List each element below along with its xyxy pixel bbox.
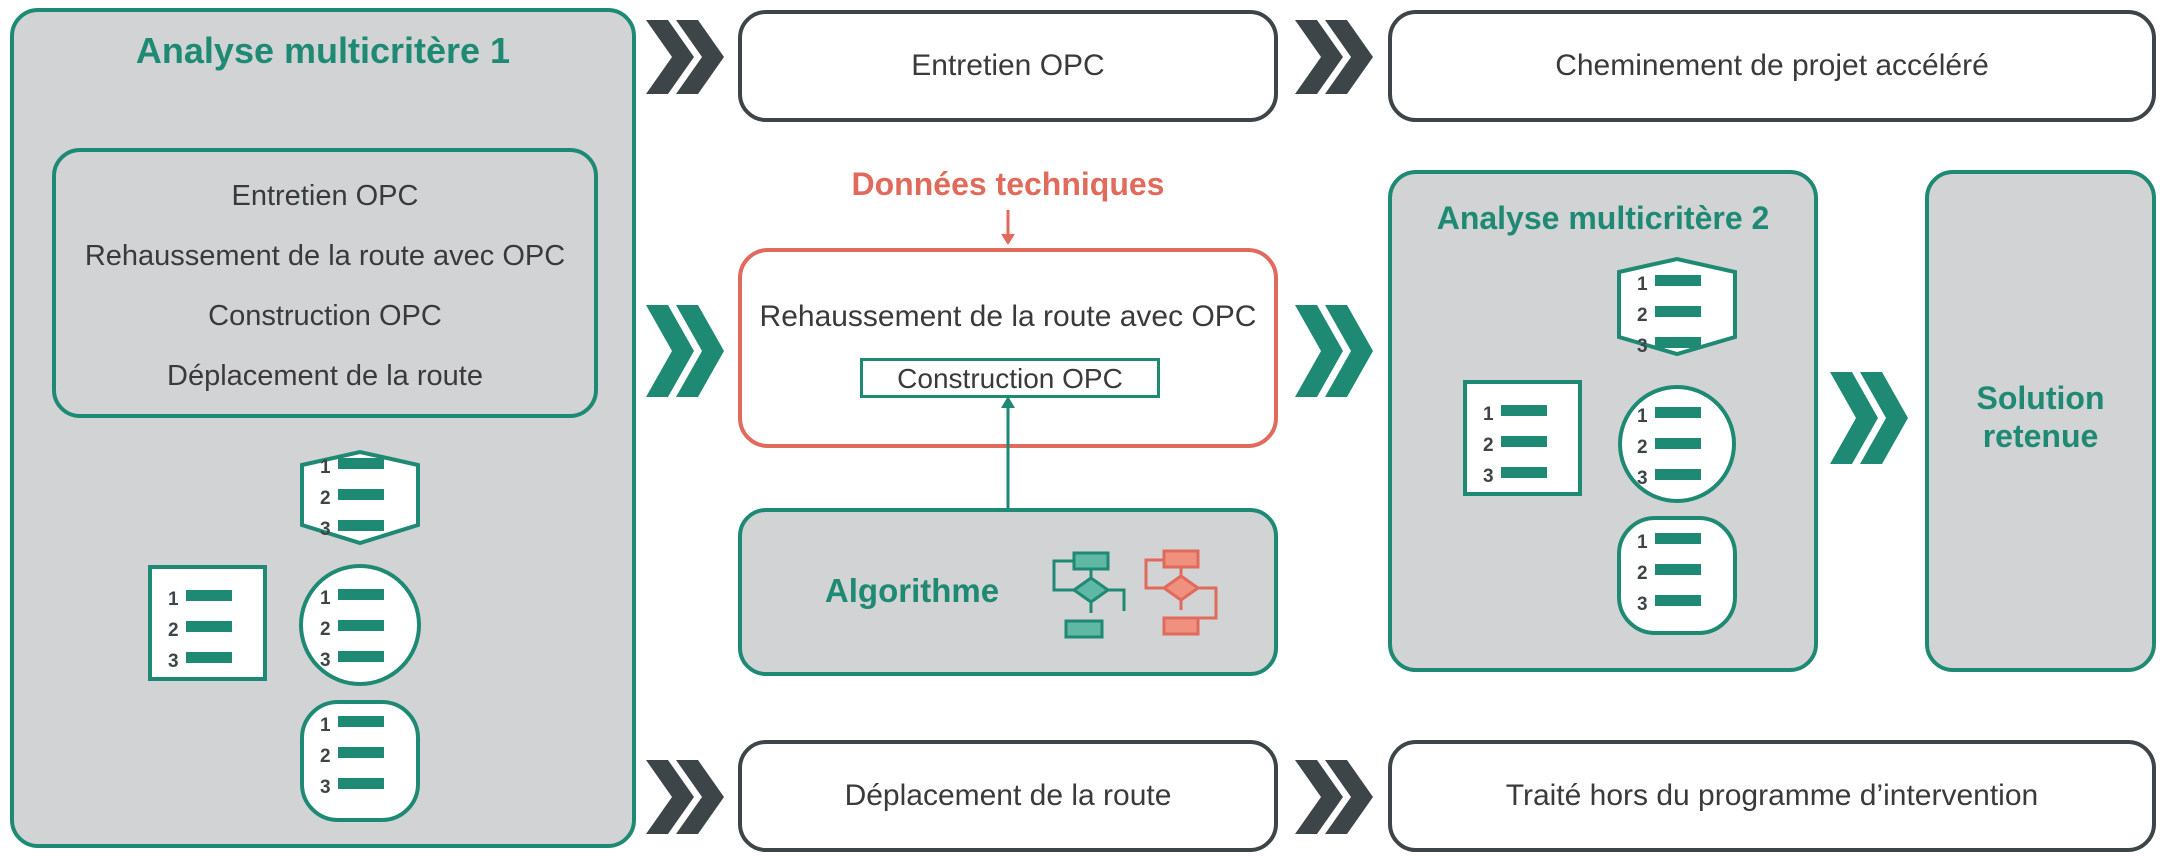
chevron-arrow-icon: [1295, 20, 1373, 94]
amc1-option: Rehaussement de la route avec OPC: [84, 240, 566, 272]
amc1-title: Analyse multicritère 1: [135, 30, 511, 71]
algorithme-label: Algorithme: [824, 572, 1000, 609]
amc1-option: Entretien OPC: [231, 180, 419, 212]
algorithme-box: Algorithme: [738, 508, 1278, 676]
chevron-arrow-icon: [646, 305, 724, 397]
flowchart-icon: [1052, 549, 1218, 639]
ranking-list-icon: [1618, 385, 1736, 503]
amc1-option: Construction OPC: [208, 300, 442, 332]
solution-panel: Solution retenue: [1925, 170, 2156, 672]
solution-line1: Solution: [1976, 380, 2105, 416]
amc1-options-box: Entretien OPC Rehaussement de la route a…: [52, 148, 598, 418]
construction-opc-box: Construction OPC: [860, 358, 1160, 398]
up-arrow-icon: [1001, 396, 1015, 508]
down-arrow-icon: [1001, 210, 1015, 245]
ranking-list-icon: [1463, 380, 1582, 496]
box-traite-hors: Traité hors du programme d’intervention: [1388, 740, 2156, 852]
amc2-panel: Analyse multicritère 2: [1388, 170, 1818, 672]
ranking-list-icon: [1617, 516, 1737, 635]
chevron-arrow-icon: [646, 760, 724, 834]
ranking-list-icon: [300, 449, 420, 546]
ranking-list-icon: [299, 564, 421, 686]
chevron-arrow-icon: [1830, 372, 1908, 464]
rehaussement-label: Rehaussement de la route avec OPC: [759, 300, 1257, 333]
chevron-arrow-icon: [1295, 305, 1373, 397]
box-entretien-opc: Entretien OPC: [738, 10, 1278, 122]
chevron-arrow-icon: [1295, 760, 1373, 834]
amc2-title: Analyse multicritère 2: [1436, 200, 1770, 236]
donnees-techniques-label: Données techniques: [851, 166, 1165, 202]
box-cheminement: Cheminement de projet accéléré: [1388, 10, 2156, 122]
amc1-option: Déplacement de la route: [167, 360, 483, 392]
ranking-list-icon: [148, 565, 267, 681]
ranking-list-icon: [300, 700, 420, 822]
ranking-list-icon: [1617, 256, 1737, 357]
box-deplacement: Déplacement de la route: [738, 740, 1278, 852]
chevron-arrow-icon: [646, 20, 724, 94]
solution-line2: retenue: [1982, 418, 2099, 454]
